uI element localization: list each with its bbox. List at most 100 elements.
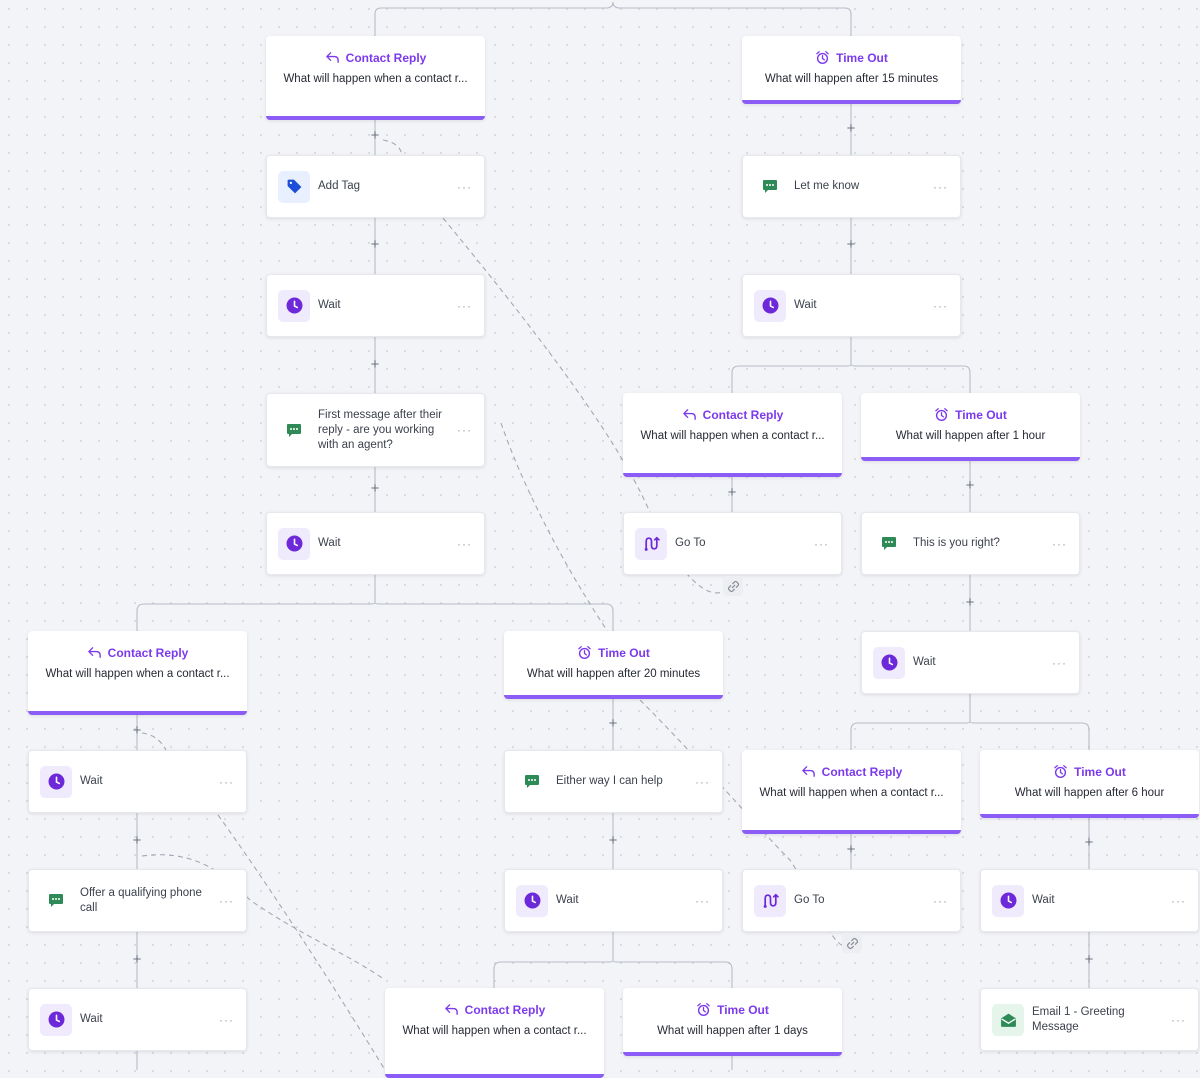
branch-title: Contact Reply — [107, 645, 189, 660]
action-node-n17[interactable]: Either way I can help··· — [504, 750, 723, 813]
branch-header: Contact Reply — [28, 645, 247, 660]
branch-header: Time Out — [504, 645, 723, 660]
action-node-n16[interactable]: Wait ··· — [28, 750, 247, 813]
add-step-button[interactable]: + — [608, 715, 618, 732]
add-step-button[interactable]: + — [132, 832, 142, 849]
more-options-icon[interactable]: ··· — [695, 774, 710, 789]
action-node-n27[interactable]: Email 1 - Greeting Message ··· — [980, 988, 1199, 1051]
action-node-n10[interactable]: Wait··· — [266, 512, 485, 575]
message-bubble-icon — [40, 885, 72, 917]
add-step-button[interactable]: + — [1084, 834, 1094, 851]
branch-description: What will happen after 1 hour — [895, 430, 1046, 442]
more-options-icon[interactable]: ··· — [933, 298, 948, 313]
branch-title: Time Out — [836, 50, 888, 65]
action-node-n20[interactable]: Offer a qualifying phone call··· — [28, 869, 247, 932]
reply-arrow-icon — [325, 50, 340, 65]
goto-link-line — [217, 814, 386, 1070]
action-node-n23[interactable]: Wait ··· — [980, 869, 1199, 932]
add-step-button[interactable]: + — [727, 484, 737, 501]
more-options-icon[interactable]: ··· — [1171, 893, 1186, 908]
add-step-button[interactable]: + — [608, 832, 618, 849]
add-step-button[interactable]: + — [846, 236, 856, 253]
message-bubble-icon — [873, 528, 905, 560]
action-node-n15[interactable]: Wait··· — [861, 631, 1080, 694]
add-step-button[interactable]: + — [370, 127, 380, 144]
branch-header: Time Out — [861, 407, 1080, 422]
action-node-n5[interactable]: Wait ··· — [266, 274, 485, 337]
add-step-button[interactable]: + — [846, 120, 856, 137]
more-options-icon[interactable]: ··· — [814, 536, 829, 551]
add-step-button[interactable]: + — [965, 477, 975, 494]
add-step-button[interactable]: + — [132, 951, 142, 968]
add-step-button[interactable]: + — [965, 594, 975, 611]
action-node-n21[interactable]: Wait ··· — [504, 869, 723, 932]
action-label: Email 1 - Greeting Message — [1032, 1005, 1125, 1033]
action-node-n4[interactable]: Let me know ··· — [742, 155, 961, 218]
chain-link-icon[interactable] — [842, 933, 862, 953]
action-label: Wait — [556, 894, 579, 906]
add-step-button[interactable]: + — [1084, 951, 1094, 968]
action-label: Wait — [318, 299, 341, 311]
goto-link-line — [442, 217, 734, 594]
action-node-n22[interactable]: Go To··· — [742, 869, 961, 932]
action-label: Wait — [80, 775, 103, 787]
action-label: Add Tag — [318, 180, 360, 192]
branch-split-line — [969, 721, 1090, 750]
more-options-icon[interactable]: ··· — [457, 298, 472, 313]
add-step-button[interactable]: + — [132, 722, 142, 739]
branch-split-line — [612, 1, 852, 36]
chain-link-icon[interactable] — [723, 576, 743, 596]
more-options-icon[interactable]: ··· — [1052, 536, 1067, 551]
reply-arrow-icon — [682, 407, 697, 422]
more-options-icon[interactable]: ··· — [457, 179, 472, 194]
alarm-clock-icon — [577, 645, 592, 660]
more-options-icon[interactable]: ··· — [219, 774, 234, 789]
action-node-n24[interactable]: Wait··· — [28, 988, 247, 1051]
more-options-icon[interactable]: ··· — [219, 1012, 234, 1027]
branch-title: Contact Reply — [464, 1002, 546, 1017]
add-step-button[interactable]: + — [370, 236, 380, 253]
action-node-n11[interactable]: Go To··· — [623, 512, 842, 575]
clock-icon — [754, 289, 786, 322]
alarm-clock-icon — [1053, 764, 1068, 779]
add-step-button[interactable]: + — [370, 480, 380, 497]
action-label: Let me know — [794, 180, 860, 192]
envelope-icon — [992, 1003, 1024, 1036]
branch-split-line — [374, 602, 614, 631]
more-options-icon[interactable]: ··· — [695, 893, 710, 908]
clock-icon — [992, 884, 1024, 917]
branch-title: Contact Reply — [345, 50, 427, 65]
add-step-button[interactable]: + — [846, 841, 856, 858]
more-options-icon[interactable]: ··· — [457, 423, 472, 437]
message-bubble-icon — [516, 766, 548, 798]
more-options-icon[interactable]: ··· — [1052, 655, 1067, 670]
alarm-clock-icon — [934, 407, 949, 422]
branch-description: What will happen after 6 hour — [1014, 787, 1165, 799]
more-options-icon[interactable]: ··· — [219, 893, 234, 908]
branch-title: Contact Reply — [821, 764, 903, 779]
more-options-icon[interactable]: ··· — [933, 179, 948, 194]
more-options-icon[interactable]: ··· — [933, 893, 948, 908]
route-icon — [635, 527, 667, 560]
more-options-icon[interactable]: ··· — [1171, 1012, 1186, 1027]
more-options-icon[interactable]: ··· — [457, 536, 472, 551]
action-node-n12[interactable]: This is you right?··· — [861, 512, 1080, 575]
add-step-button[interactable]: + — [370, 356, 380, 373]
action-node-n3[interactable]: Add Tag ··· — [266, 155, 485, 218]
action-node-n6[interactable]: Wait··· — [742, 274, 961, 337]
action-label: Wait — [1032, 894, 1055, 906]
action-node-n7[interactable]: First message after their reply - are yo… — [266, 393, 485, 467]
clock-icon — [278, 289, 310, 322]
